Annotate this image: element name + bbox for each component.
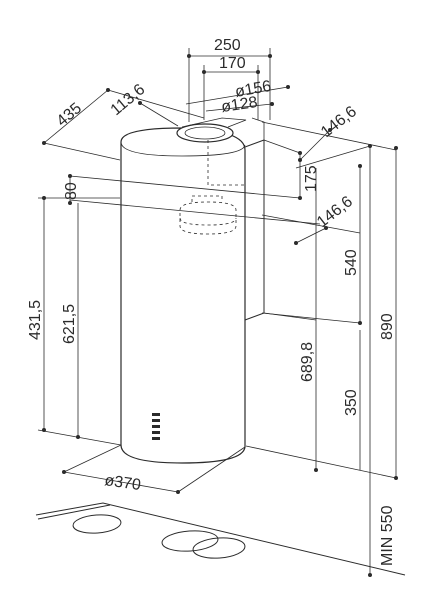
label-250: 250 xyxy=(214,37,241,54)
label-146-6-top: 146,6 xyxy=(318,103,360,141)
label-689-8: 689,8 xyxy=(299,342,316,382)
control-buttons xyxy=(152,413,160,440)
left-dimensions xyxy=(37,174,122,446)
diameter-dimension xyxy=(62,444,246,494)
label-170: 170 xyxy=(219,55,246,72)
label-146-6-mid: 146,6 xyxy=(314,193,356,231)
label-350: 350 xyxy=(343,389,360,416)
label-540: 540 xyxy=(343,249,360,276)
top-dimensions xyxy=(185,48,290,122)
depth-dimensions xyxy=(42,88,205,161)
label-621-5: 621,5 xyxy=(61,304,78,344)
label-370: ø370 xyxy=(103,472,142,494)
right-dimensions xyxy=(69,121,398,577)
label-435: 435 xyxy=(54,100,85,130)
hood-body xyxy=(120,117,265,464)
label-128: ø128 xyxy=(220,94,259,116)
label-431-5: 431,5 xyxy=(27,300,44,340)
label-890: 890 xyxy=(379,313,396,340)
label-80: 80 xyxy=(63,182,80,200)
label-min-550: MIN 550 xyxy=(379,505,396,566)
hob-outline xyxy=(35,502,406,576)
label-175: 175 xyxy=(303,165,320,192)
label-156: ø156 xyxy=(234,78,273,101)
